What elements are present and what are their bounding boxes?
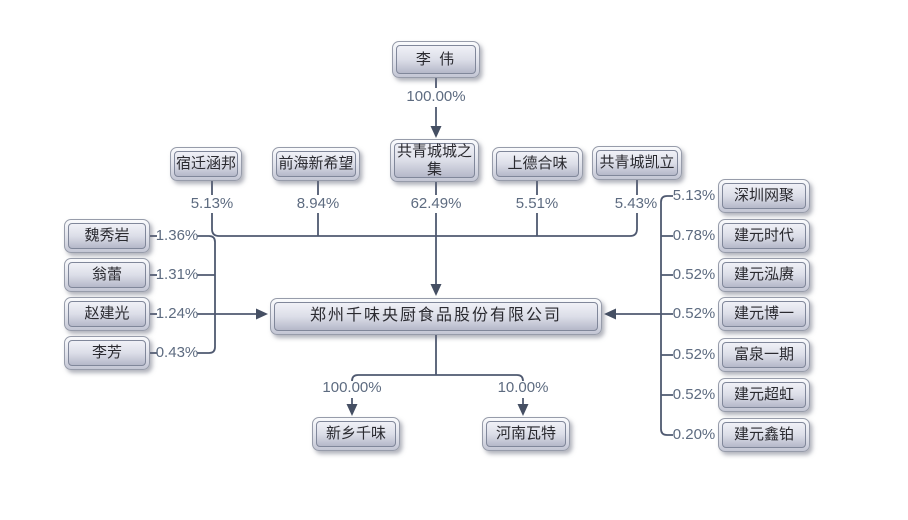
node-label: 上德合味: [496, 151, 579, 177]
node-left-shareholder-3: 李芳: [64, 336, 150, 370]
edge-left-curve-top: [197, 235, 216, 243]
pct-left-0: 1.36%: [155, 227, 199, 244]
node-right-shareholder-5: 建元超虹: [718, 378, 810, 412]
company-name: 郑州千味央厨食品股份有限公司: [274, 302, 598, 331]
node-label: 建元鑫铂: [722, 422, 806, 448]
pct-left-1: 1.31%: [155, 266, 199, 283]
node-label: 李 伟: [396, 45, 476, 74]
pct-left-3: 0.43%: [155, 344, 199, 361]
node-label: 前海新希望: [276, 151, 356, 177]
node-right-shareholder-6: 建元鑫铂: [718, 418, 810, 452]
node-company: 郑州千味央厨食品股份有限公司: [270, 298, 602, 335]
node-top-shareholder-2: 共青城城之集: [390, 139, 479, 182]
pct-right-4: 0.52%: [672, 346, 716, 363]
node-label: 翁蕾: [68, 262, 146, 288]
node-right-shareholder-4: 富泉一期: [718, 338, 810, 372]
node-right-shareholder-1: 建元时代: [718, 219, 810, 253]
node-label: 建元时代: [722, 223, 806, 249]
node-left-shareholder-2: 赵建光: [64, 297, 150, 331]
edge-right-stubs: [661, 235, 673, 396]
edge-right-curve-bottom: [660, 428, 673, 436]
node-top-shareholder-1: 前海新希望: [272, 147, 360, 181]
node-label: 深圳网聚: [722, 183, 806, 209]
node-right-shareholder-0: 深圳网聚: [718, 179, 810, 213]
node-label: 共青城城之集: [394, 143, 475, 178]
node-label: 河南瓦特: [486, 421, 566, 447]
edge-right-curve-top: [660, 195, 673, 203]
node-top-shareholder-0: 宿迁涵邦: [170, 147, 242, 181]
edge-left-curve-bottom: [197, 346, 216, 354]
pct-top-2: 62.49%: [410, 195, 462, 212]
arrowhead-sub-right: [517, 404, 529, 416]
node-root-liwei: 李 伟: [392, 41, 480, 78]
edge-top-stubs: [211, 180, 638, 195]
node-label: 李芳: [68, 340, 146, 366]
pct-top-4: 5.43%: [614, 195, 658, 212]
pct-right-0: 5.13%: [672, 187, 716, 204]
node-label: 宿迁涵邦: [174, 151, 238, 177]
pct-top-1: 8.94%: [296, 195, 340, 212]
arrowhead-root-down: [430, 126, 442, 138]
edge-top-drop-left: [211, 213, 220, 237]
pct-subsidiary-0: 100.00%: [322, 379, 382, 396]
node-left-shareholder-1: 翁蕾: [64, 258, 150, 292]
node-label: 共青城凯立: [596, 150, 678, 176]
node-subsidiary-0: 新乡千味: [312, 417, 400, 451]
node-label: 魏秀岩: [68, 223, 146, 249]
node-label: 新乡千味: [316, 421, 396, 447]
node-top-shareholder-4: 共青城凯立: [592, 146, 682, 180]
node-label: 建元博一: [722, 301, 806, 327]
pct-subsidiary-1: 10.00%: [497, 379, 549, 396]
node-right-shareholder-3: 建元博一: [718, 297, 810, 331]
node-label: 建元超虹: [722, 382, 806, 408]
edge-sub-arrow-lines: [351, 398, 524, 405]
pct-right-6: 0.20%: [672, 426, 716, 443]
node-label: 富泉一期: [722, 342, 806, 368]
pct-top-0: 5.13%: [190, 195, 234, 212]
pct-right-5: 0.52%: [672, 386, 716, 403]
arrowhead-left-into-company: [256, 308, 268, 320]
node-label: 赵建光: [68, 301, 146, 327]
node-subsidiary-1: 河南瓦特: [482, 417, 570, 451]
arrowhead-center-down: [430, 284, 442, 296]
arrowhead-sub-left: [346, 404, 358, 416]
edge-top-drops-mid: [317, 213, 538, 236]
pct-left-2: 1.24%: [155, 305, 199, 322]
pct-right-1: 0.78%: [672, 227, 716, 244]
pct-right-2: 0.52%: [672, 266, 716, 283]
pct-top-3: 5.51%: [515, 195, 559, 212]
pct-right-3: 0.52%: [672, 305, 716, 322]
node-label: 建元泓赓: [722, 262, 806, 288]
arrowhead-right-into-company: [604, 308, 616, 320]
edge-sub-brace: [351, 374, 524, 382]
edge-top-drop-right: [629, 213, 638, 237]
edge-left-stubs: [150, 235, 157, 354]
node-left-shareholder-0: 魏秀岩: [64, 219, 150, 253]
node-right-shareholder-2: 建元泓赓: [718, 258, 810, 292]
pct-root-ownership: 100.00%: [406, 88, 466, 105]
node-top-shareholder-3: 上德合味: [492, 147, 583, 181]
